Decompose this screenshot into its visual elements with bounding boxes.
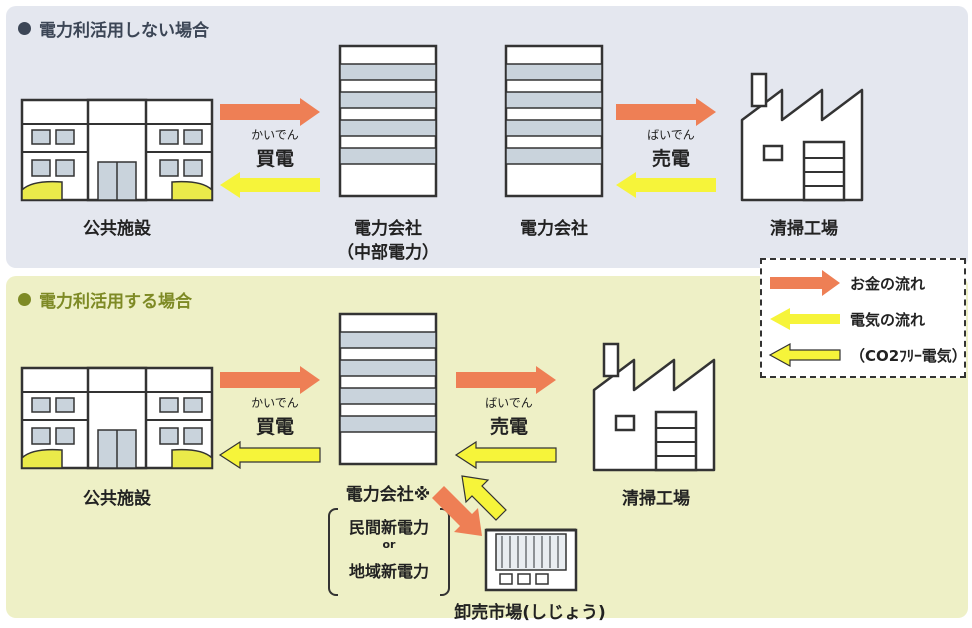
top-title-text: 電力利活用しない場合	[39, 21, 209, 41]
bottom-plant-label: 清掃工場	[622, 489, 690, 509]
electricity-flow-arrow	[616, 172, 716, 198]
legend-money: お金の流れ	[770, 270, 925, 296]
co2free-electricity-from-market-arrow	[461, 475, 507, 521]
incineration-plant-icon	[740, 72, 864, 202]
bottom-buy-label: 買電	[255, 416, 294, 438]
legend-co2free: （CO2ﾌﾘｰ電気）	[768, 342, 967, 368]
wholesale-market-building-icon	[484, 528, 578, 592]
legend-co2free-label: （CO2ﾌﾘｰ電気）	[850, 346, 967, 365]
top-plant-label: 清掃工場	[770, 219, 838, 239]
electricity-arrow-icon	[770, 308, 840, 330]
legend-electricity: 電気の流れ	[770, 306, 925, 332]
public-facility-building-icon	[20, 98, 214, 202]
money-flow-to-market-arrow	[432, 486, 482, 536]
company-option-regional: 地域新電力	[348, 562, 429, 581]
electricity-flow-arrow	[454, 440, 557, 470]
bottom-sell-ruby: ばいでん	[485, 396, 533, 410]
electricity-flow-arrow	[220, 172, 320, 198]
top-section-title: 電力利活用しない場合	[18, 16, 209, 41]
top-sell-ruby: ばいでん	[647, 128, 695, 142]
bottom-company-label: 電力会社※	[345, 485, 431, 505]
incineration-plant-icon	[592, 342, 716, 472]
money-arrow-icon	[770, 270, 840, 296]
legend-electricity-label: 電気の流れ	[850, 310, 926, 329]
top-sell-label: 売電	[651, 148, 690, 170]
bottom-title-text: 電力利活用する場合	[39, 292, 192, 312]
electricity-flow-arrow	[218, 440, 321, 470]
bullet-icon	[18, 22, 31, 35]
top-public-facility-label: 公共施設	[83, 219, 151, 239]
power-company-building-icon	[504, 44, 604, 198]
public-facility-building-icon	[20, 366, 214, 470]
power-company-new-building-icon	[338, 312, 438, 466]
top-buy-ruby: かいでん	[251, 128, 299, 142]
top-company2-label: 電力会社	[520, 219, 588, 239]
money-flow-arrow	[220, 98, 320, 126]
bottom-section-title: 電力利活用する場合	[18, 287, 192, 312]
company-option-or: or	[382, 538, 396, 551]
power-company-chubu-building-icon	[338, 44, 438, 198]
co2free-arrow-icon	[768, 342, 841, 368]
money-flow-arrow	[456, 366, 556, 394]
bottom-public-facility-label: 公共施設	[83, 489, 151, 509]
money-flow-arrow	[220, 366, 320, 394]
top-company1-label: 電力会社	[354, 219, 422, 239]
company-options-bracket: 民間新電力 or 地域新電力	[328, 508, 450, 596]
money-flow-arrow	[616, 98, 716, 126]
top-buy-label: 買電	[255, 148, 294, 170]
bottom-buy-ruby: かいでん	[251, 396, 299, 410]
wholesale-market-label: 卸売市場(しじょう)	[454, 603, 606, 623]
bullet-icon	[18, 293, 31, 306]
left-bracket	[328, 508, 338, 596]
company-option-private: 民間新電力	[348, 518, 429, 537]
legend-box: お金の流れ 電気の流れ （CO2ﾌﾘｰ電気）	[760, 258, 967, 378]
top-company1-sub-label: （中部電力）	[337, 243, 439, 263]
legend-money-label: お金の流れ	[850, 274, 926, 293]
bottom-sell-label: 売電	[489, 416, 528, 438]
